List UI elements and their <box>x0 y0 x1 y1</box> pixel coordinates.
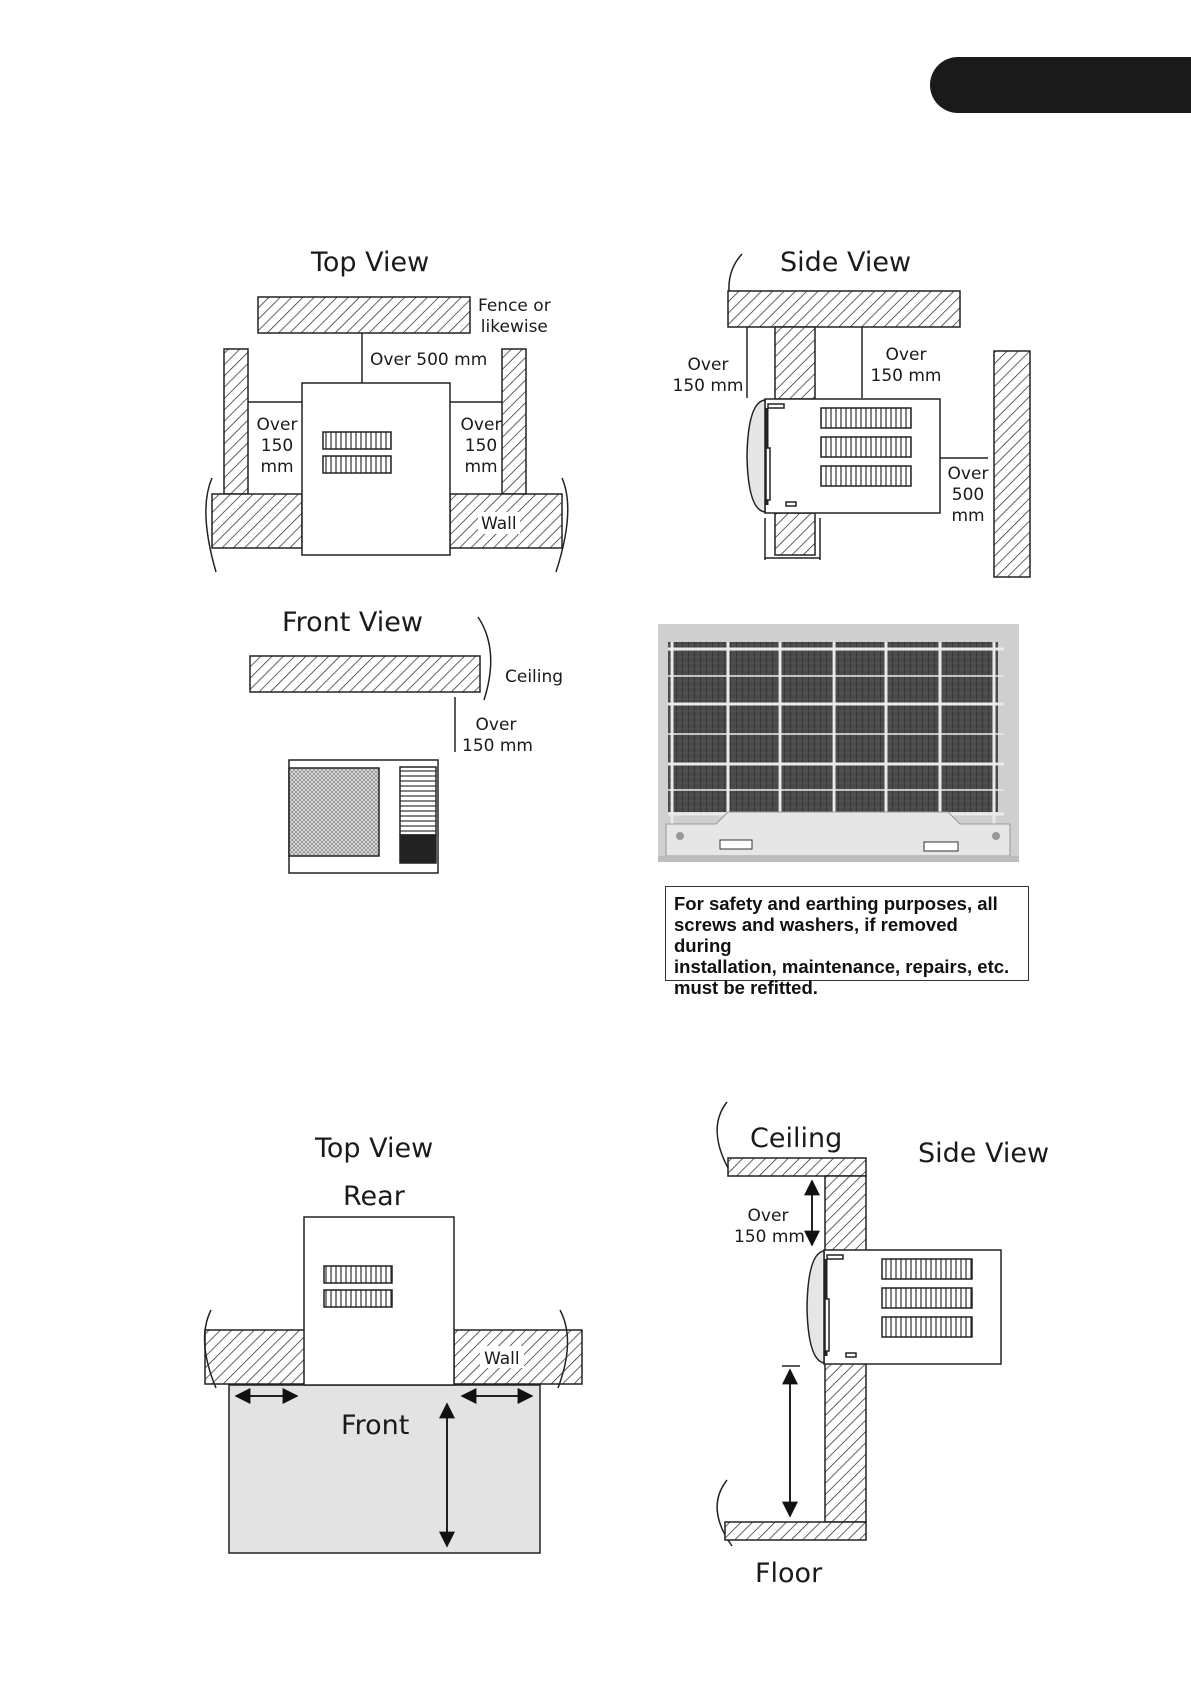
wall-label-4: Wall <box>484 1349 520 1369</box>
floor-label: Floor <box>755 1558 823 1589</box>
side-gap-5-line-1: Over <box>747 1206 789 1226</box>
top-view-title-1: Top View <box>311 247 430 278</box>
safety-notice-line-2: screws and washers, if removed during <box>674 914 958 956</box>
ceiling-label-5: Ceiling <box>750 1123 843 1154</box>
gap-left-line-3: mm <box>260 457 294 477</box>
gap-left-line-2: 150 <box>260 436 294 456</box>
condenser-grille-photo <box>658 624 1019 862</box>
ceiling-label-1: Ceiling <box>505 667 564 687</box>
photo-drawing <box>658 624 1019 862</box>
fence-label: Fence or likewise <box>478 296 551 338</box>
side-gap-left-line-2: 150 mm <box>672 376 744 396</box>
gap-top-label: Over 500 mm <box>370 350 488 370</box>
side-view-diagram-5 <box>716 1101 1002 1547</box>
top-view-diagram-1 <box>205 296 569 573</box>
front-view-title: Front View <box>282 607 423 638</box>
gap-right-line-3: mm <box>464 457 498 477</box>
page-tab <box>930 57 1191 113</box>
safety-notice-line-4: must be refitted. <box>674 977 818 998</box>
gap-left-label: Over 150 mm <box>254 415 300 478</box>
front-view-diagram-3 <box>249 616 492 874</box>
gap-right-label: Over 150 mm <box>458 415 504 478</box>
side-gap-5-line-2: 150 mm <box>734 1227 805 1247</box>
wall-label-1: Wall <box>481 514 517 534</box>
gap-right-line-2: 150 <box>464 436 498 456</box>
side-gap-right-line-1: Over <box>947 464 989 484</box>
side-view-title-5: Side View <box>918 1138 1050 1169</box>
front-gap-label: Over 150 mm <box>462 715 533 757</box>
gap-right-line-1: Over <box>460 415 502 435</box>
side-gap-label-5: Over 150 mm <box>734 1206 805 1248</box>
safety-notice-line-3: installation, maintenance, repairs, etc. <box>674 956 1010 977</box>
side-gap-top-line-2: 150 mm <box>870 366 942 386</box>
gap-left-line-1: Over <box>256 415 298 435</box>
front-gap-line-2: 150 mm <box>462 736 533 756</box>
side-gap-top-label: Over 150 mm <box>870 345 942 387</box>
side-gap-right-label: Over 500 mm <box>945 464 991 527</box>
fence-label-line-2: likewise <box>480 317 548 337</box>
top-view-diagram-4 <box>203 1216 583 1554</box>
front-label: Front <box>341 1410 410 1441</box>
front-gap-line-1: Over <box>475 715 517 735</box>
fence-label-line-1: Fence or <box>478 296 551 316</box>
side-gap-right-line-3: mm <box>951 506 985 526</box>
side-view-title-2: Side View <box>780 247 912 278</box>
side-gap-top-line-1: Over <box>885 345 927 365</box>
safety-notice: For safety and earthing purposes, all sc… <box>665 886 1029 998</box>
side-gap-left-label: Over 150 mm <box>672 355 744 397</box>
safety-notice-line-1: For safety and earthing purposes, all <box>674 893 998 914</box>
side-view-diagram-2 <box>727 253 1031 578</box>
top-view-title-4: Top View <box>315 1133 434 1164</box>
side-gap-right-line-2: 500 <box>951 485 985 505</box>
side-gap-left-line-1: Over <box>687 355 729 375</box>
rear-label: Rear <box>343 1181 405 1212</box>
